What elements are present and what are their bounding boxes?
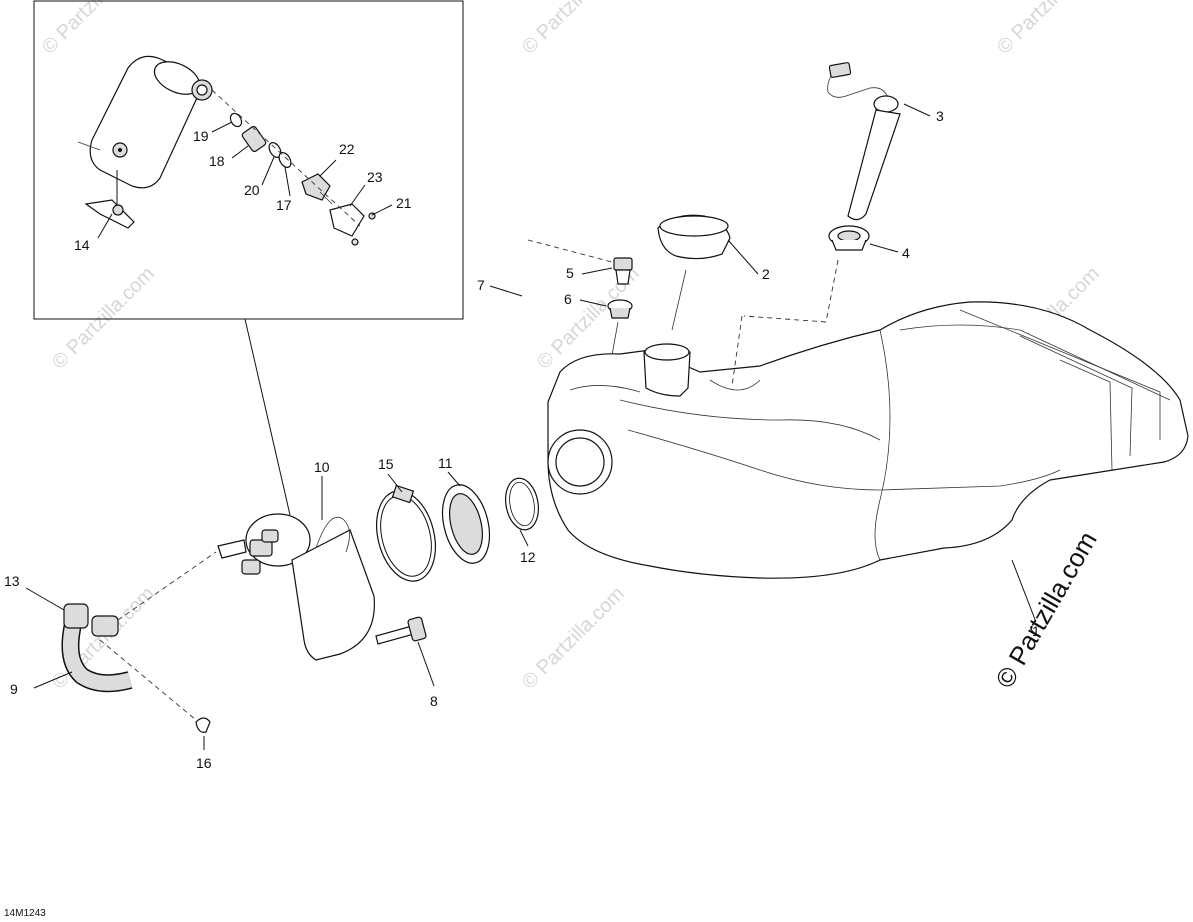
callout-15: 15 (378, 456, 394, 472)
watermark: © Partzilla.com (993, 0, 1104, 59)
corner-watermark: © Partzilla.com (989, 526, 1103, 693)
part-16-clip (195, 717, 211, 750)
part-15-clamp (376, 473, 436, 582)
callout-17: 17 (276, 197, 292, 213)
part-12-o-ring (505, 477, 539, 547)
callout-5: 5 (566, 265, 574, 281)
assembly-path (743, 315, 827, 323)
callout-10: 10 (314, 459, 330, 475)
callout-19: 19 (193, 128, 209, 144)
watermark: © Partzilla.com (518, 583, 629, 694)
callout-12: 12 (520, 549, 536, 565)
part-1-fuel-tank (547, 301, 1189, 623)
part-5-vent-valve (581, 257, 633, 285)
callout-22: 22 (339, 141, 355, 157)
watermark: © Partzilla.com (38, 0, 149, 59)
callout-16: 16 (196, 755, 212, 771)
inset-parts-small (211, 89, 376, 246)
watermark: © Partzilla.com (48, 263, 159, 374)
part-3-sender (827, 62, 931, 221)
part-10-fuel-pump (217, 476, 375, 661)
callout-4: 4 (902, 245, 910, 261)
callout-1: 1 (1032, 623, 1040, 639)
inset-frame (33, 0, 464, 320)
part-2-fuel-cap (657, 214, 759, 331)
part-11-lock-ring (441, 471, 491, 564)
callout-21: 21 (396, 195, 412, 211)
inset-leaders (97, 121, 393, 239)
part-7-vent-hose (478, 237, 613, 710)
assembly-path (731, 315, 743, 387)
part-8-bolt (375, 616, 435, 687)
part-4-grommet (825, 225, 899, 323)
callout-9: 9 (10, 681, 18, 697)
callout-2: 2 (762, 266, 770, 282)
callout-20: 20 (244, 182, 260, 198)
part-13-connector (25, 551, 217, 721)
callout-6: 6 (564, 291, 572, 307)
callout-11: 11 (438, 455, 453, 471)
part-9-hose (33, 617, 133, 693)
inset-pump-assembly (77, 55, 213, 189)
callout-7: 7 (477, 277, 485, 293)
callout-8: 8 (430, 693, 438, 709)
callout-23: 23 (367, 169, 383, 185)
callout-14: 14 (74, 237, 90, 253)
callout-13: 13 (4, 573, 20, 589)
callout-18: 18 (209, 153, 225, 169)
inset-leader (244, 318, 291, 516)
callout-3: 3 (936, 108, 944, 124)
watermark: © Partzilla.com (518, 0, 629, 59)
figure-code: 14M1243 (4, 908, 46, 919)
inset-part-14 (84, 170, 135, 229)
